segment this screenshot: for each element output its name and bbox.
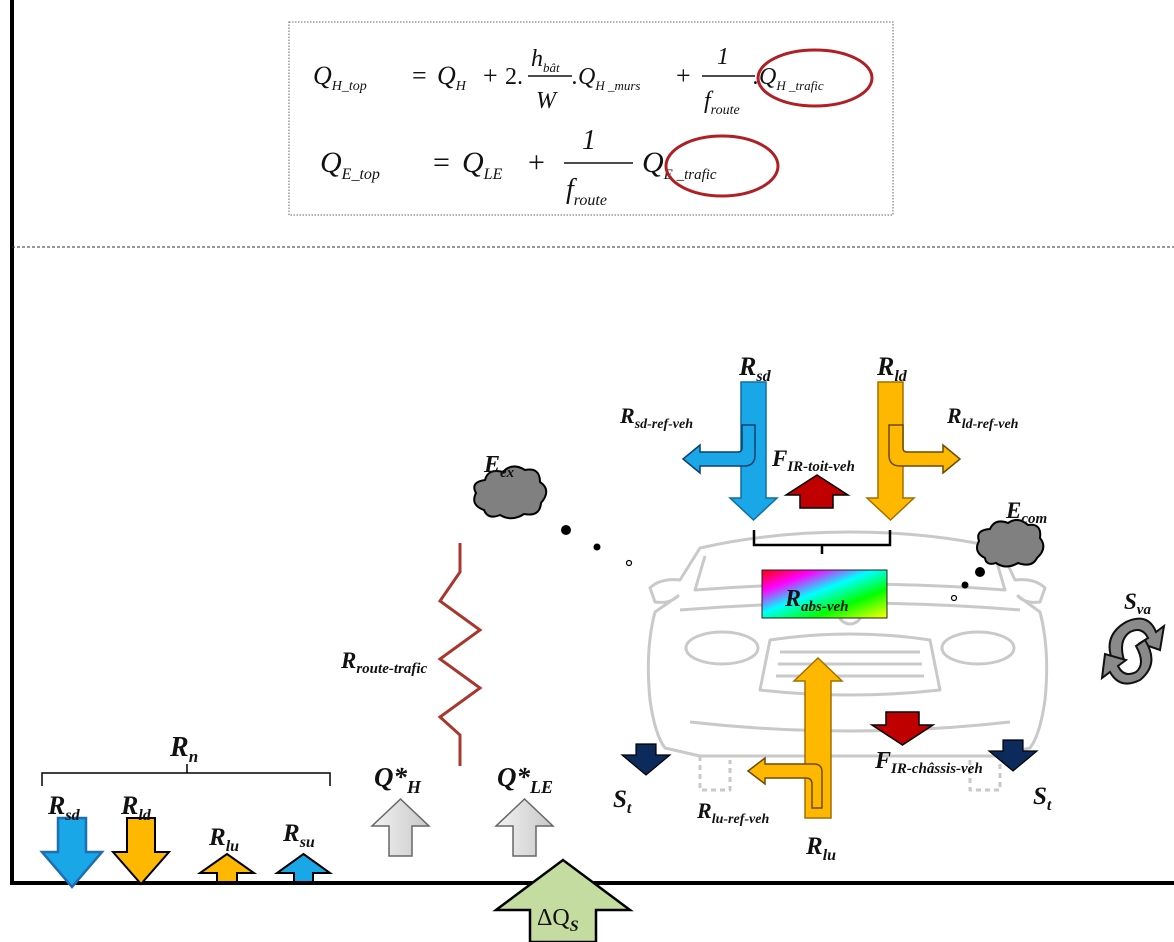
arrow-delta-q-s	[492, 858, 634, 942]
label-f-ir-chassis-veh: FIR-châssis-veh	[874, 748, 983, 777]
svg-text:+: +	[483, 61, 498, 90]
label-s-t-right: St	[1033, 783, 1052, 814]
label-q-star-h: Q*H	[374, 762, 422, 797]
roof-bracket	[752, 530, 892, 554]
arrow-s-t-left	[620, 743, 672, 776]
legend-arrow-r-sd	[39, 816, 105, 889]
label-r-ld-ref-veh: Rld-ref-veh	[946, 403, 1019, 432]
label-r-route-trafic: Rroute-trafic	[340, 648, 428, 677]
svg-text:hbât: hbât	[531, 46, 560, 75]
label-q-star-le: Q*LE	[497, 762, 553, 797]
label-s-va: Sva	[1124, 589, 1151, 618]
svg-text:QE _trafic: QE _trafic	[642, 146, 717, 183]
svg-text:QH_top: QH_top	[313, 61, 367, 94]
arrow-r-ld-ref	[888, 424, 962, 475]
legend-label-r-sd: Rsd	[47, 791, 81, 824]
svg-text:QLE: QLE	[462, 146, 503, 183]
label-r-lu-ref-veh: Rlu-ref-veh	[696, 798, 769, 827]
highlight-ellipse-e-trafic	[664, 134, 780, 198]
label-r-n: Rn	[169, 732, 198, 766]
highlight-ellipse-h-trafic	[756, 48, 874, 108]
arrow-r-lu-ref	[746, 756, 823, 809]
arrow-r-sd-ref	[681, 424, 756, 475]
svg-text:.QH _murs: .QH _murs	[572, 64, 641, 93]
legend-label-r-su: Rsu	[282, 820, 315, 851]
arrow-q-le-up	[494, 797, 555, 857]
label-r-sd-ref-veh: Rsd-ref-veh	[619, 403, 693, 432]
label-r-ld: Rld	[876, 352, 908, 385]
svg-text:W: W	[536, 88, 558, 114]
svg-text:+: +	[676, 61, 691, 90]
resistance-zigzag	[437, 543, 483, 766]
svg-text:froute: froute	[566, 174, 607, 209]
svg-text:1: 1	[717, 44, 729, 70]
label-f-ir-toit-veh: FIR-toit-veh	[771, 446, 855, 475]
legend-label-r-ld: Rld	[120, 791, 152, 824]
emission-dots	[561, 525, 985, 602]
svg-text:QH: QH	[437, 61, 467, 94]
equation-q-h-top: QH_top = QH + 2. hbât W .QH _murs + 1 fr…	[313, 44, 874, 118]
arrow-f-ir-chassis-down	[869, 711, 936, 746]
legend-label-r-lu: Rlu	[208, 824, 239, 855]
equation-box	[288, 21, 894, 216]
label-s-t-left: St	[613, 786, 632, 817]
svg-text:froute: froute	[704, 88, 740, 118]
arrow-f-ir-toit-up	[783, 474, 851, 509]
legend-arrow-r-ld	[110, 817, 172, 886]
svg-text:1: 1	[582, 125, 596, 156]
svg-text:2.: 2.	[505, 64, 523, 90]
label-r-abs-veh: Rabs-veh	[784, 586, 849, 615]
svg-text:=: =	[412, 61, 427, 90]
svg-text:QE_top: QE_top	[320, 146, 380, 183]
label-e-com: Ecom	[1005, 498, 1047, 527]
equation-q-e-top: QE_top = QLE + 1 froute QE _trafic	[320, 125, 780, 209]
svg-text:=: =	[433, 146, 450, 179]
label-r-lu: Rlu	[805, 833, 836, 864]
label-r-sd: Rsd	[738, 352, 772, 385]
r-n-bracket	[41, 764, 331, 786]
cloud-e-ex-icon	[473, 465, 548, 520]
r-abs-veh-box	[761, 569, 888, 619]
cloud-e-com-icon	[976, 519, 1045, 568]
s-va-rotation-icon	[1100, 617, 1166, 685]
arrow-q-h-up	[370, 797, 431, 857]
legend-arrow-r-su	[273, 852, 334, 883]
legend-arrow-r-lu	[196, 852, 258, 883]
label-delta-q-s: ΔQS	[537, 905, 579, 935]
label-e-ex: Eex	[483, 452, 515, 481]
svg-text:+: +	[528, 146, 545, 179]
arrow-s-t-right	[987, 739, 1039, 772]
